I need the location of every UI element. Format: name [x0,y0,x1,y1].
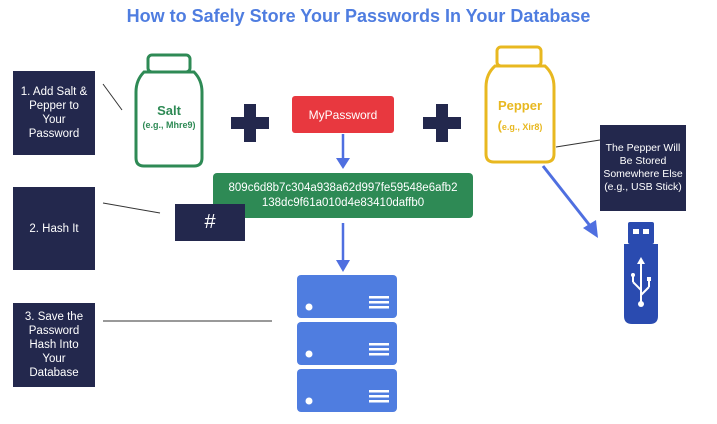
salt-name: Salt [157,103,181,118]
plus-icon [231,104,269,142]
pepper-example: e.g., Xir8) [501,122,543,132]
hash-line-2: 138dc9f61a010d4e83410daffb0 [261,196,425,209]
pepper-note-text: The Pepper Will Be Stored Somewhere Else… [603,142,683,193]
password-label: MyPassword [308,107,378,122]
hash-output-box: 809c6d8b7c304a938a62d997fe59548e6afb2 13… [213,173,473,218]
page-title: How to Safely Store Your Passwords In Yo… [126,6,591,26]
plus-icon [423,104,461,142]
connector-line [555,139,601,148]
hash-line-1: 809c6d8b7c304a938a62d997fe59548e6afb2 [228,181,458,194]
password-box: MyPassword [292,96,394,133]
step-add-salt-pepper: 1. Add Salt & Pepper to Your Password [13,71,95,155]
arrow-pepper-to-usb [541,165,598,238]
pepper-example-row: (e.g., Xir8) [486,117,554,135]
usb-stick-icon [624,222,658,324]
pepper-jar-icon [484,45,556,164]
pepper-example-paren: ( [497,118,502,133]
salt-label: Salt (e.g., Mhre9) [136,103,202,130]
hash-symbol-icon: # [175,204,245,241]
arrow-hash-to-server [336,223,350,272]
pepper-label: Pepper (e.g., Xir8) [486,98,554,135]
hash-symbol: # [204,211,216,233]
connector-line [102,202,161,214]
arrow-password-to-hash [336,134,350,169]
database-server-icon [297,275,397,412]
pepper-name: Pepper [497,98,543,113]
pepper-storage-note: The Pepper Will Be Stored Somewhere Else… [600,125,686,211]
step-hash-it: 2. Hash It [13,187,95,270]
step-label: 2. Hash It [29,222,79,235]
salt-example: (e.g., Mhre9) [142,120,196,130]
step-label: 3. Save the Password Hash Into Your Data… [24,311,84,379]
step-save-hash: 3. Save the Password Hash Into Your Data… [13,303,95,387]
salt-jar-icon [134,53,204,168]
connector-line [102,83,123,111]
step-label: 1. Add Salt & Pepper to Your Password [20,86,88,140]
